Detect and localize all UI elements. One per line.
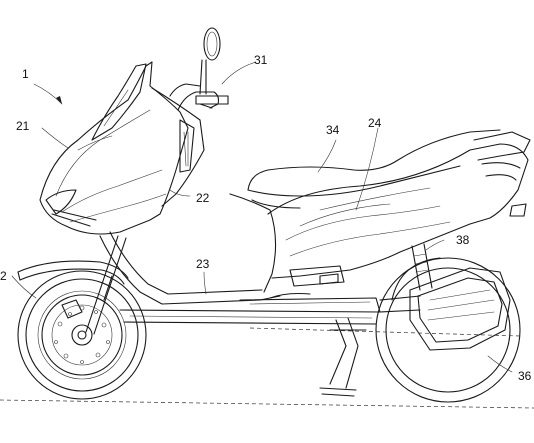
ground-line bbox=[0, 399, 534, 409]
windscreen bbox=[91, 63, 147, 141]
front-fork bbox=[85, 235, 127, 335]
label-21: 21 bbox=[16, 119, 30, 133]
leader-lines bbox=[11, 61, 513, 373]
front-cowl bbox=[39, 61, 189, 235]
underbody-frame bbox=[239, 292, 521, 337]
center-stand bbox=[319, 317, 367, 397]
label-23: 23 bbox=[196, 257, 210, 271]
seat bbox=[247, 129, 501, 209]
handlebar-mirror bbox=[169, 27, 229, 111]
rear-wheel bbox=[375, 257, 521, 403]
label-36: 36 bbox=[518, 369, 532, 383]
label-2: 2 bbox=[0, 269, 7, 283]
label-31: 31 bbox=[254, 53, 268, 67]
rear-shock bbox=[411, 243, 433, 291]
label-24: 24 bbox=[368, 116, 382, 130]
label-22: 22 bbox=[196, 191, 210, 205]
rear-body-cover bbox=[229, 131, 531, 293]
steering-cover bbox=[151, 87, 205, 207]
floorboard bbox=[99, 231, 381, 325]
label-1: 1 bbox=[22, 67, 29, 81]
rear-swing-arm-motor bbox=[379, 267, 511, 351]
front-wheel bbox=[17, 270, 147, 400]
label-38: 38 bbox=[456, 233, 470, 247]
label-34: 34 bbox=[326, 123, 340, 137]
